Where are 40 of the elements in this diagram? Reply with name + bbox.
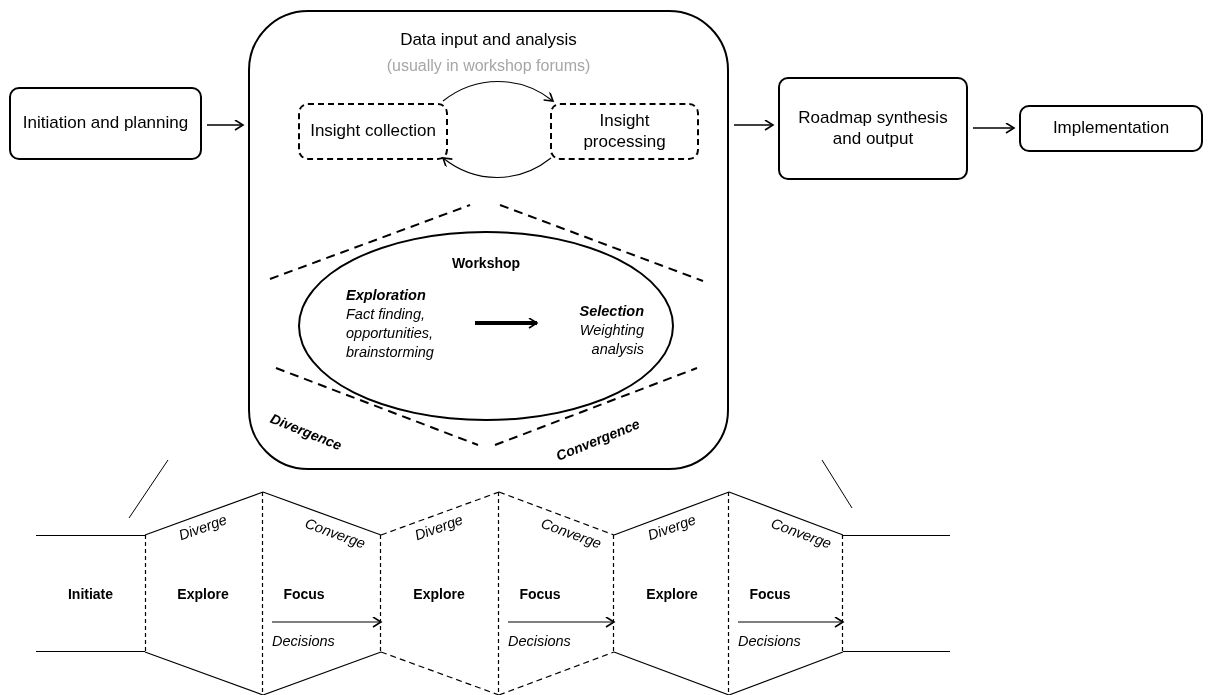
arrow	[475, 317, 538, 329]
box-label: Insight processing	[582, 111, 667, 152]
phase-label: Explore	[413, 585, 465, 603]
panel-subtitle: (usually in workshop forums)	[385, 56, 592, 76]
box-label: Initiation and planning	[21, 113, 190, 134]
edge-label: Decisions	[738, 633, 801, 651]
phase-label: Focus	[519, 585, 561, 603]
phase-label: Explore	[177, 585, 229, 603]
arrow	[737, 616, 844, 628]
box-label: Implementation	[1051, 118, 1171, 139]
process-box	[1019, 105, 1203, 152]
stage-label: Diverge	[645, 511, 699, 545]
activity-box	[298, 103, 448, 160]
phase-label: Explore	[646, 585, 698, 603]
process-box	[9, 87, 202, 160]
arrow	[972, 122, 1015, 134]
activity-box	[550, 103, 699, 160]
stage-label: Diverge	[412, 511, 466, 545]
stage-panel	[248, 10, 729, 470]
stage-label: Diverge	[176, 511, 230, 545]
arrow	[442, 157, 552, 179]
phase-heading: Selection	[578, 302, 644, 321]
phase-description: Fact finding, opportunities, brainstorming	[346, 304, 435, 362]
arrow	[733, 119, 774, 131]
arrow	[507, 616, 615, 628]
arrow	[271, 616, 382, 628]
box-label: Roadmap synthesis and output	[797, 108, 949, 149]
arrow	[206, 119, 244, 131]
phase-label: Focus	[749, 585, 791, 603]
edge-label: Decisions	[272, 633, 335, 651]
ellipse-title: Workshop	[450, 255, 522, 272]
process-box	[778, 77, 968, 180]
phase-heading: Exploration	[346, 286, 427, 305]
panel-title: Data input and analysis	[399, 30, 578, 51]
phase-label: Focus	[283, 585, 325, 603]
arrow	[442, 80, 554, 102]
phase-description: Weighting analysis	[578, 320, 644, 359]
edge-label: Decisions	[508, 633, 571, 651]
box-label: Insight collection	[309, 121, 437, 142]
phase-label: Initiate	[67, 585, 114, 602]
